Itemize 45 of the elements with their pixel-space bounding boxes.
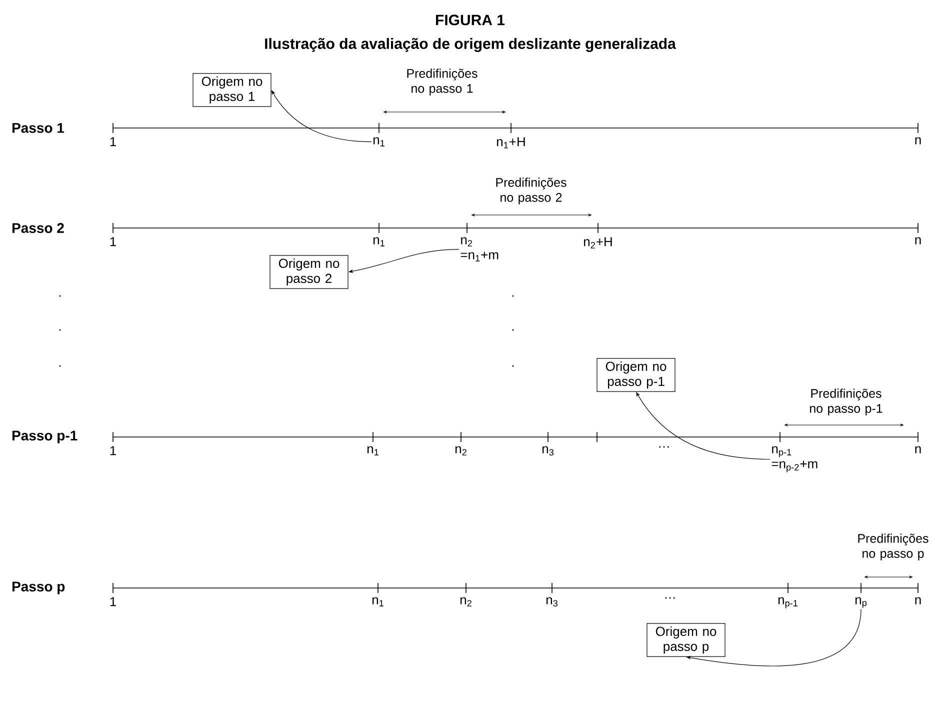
tick-label: n <box>915 137 921 144</box>
tick-label: n$_{2}$ =n$_{1}$+m <box>460 237 498 262</box>
ellipsis-dot: . <box>512 329 514 331</box>
tick-label: n$_{2}$ <box>460 597 472 606</box>
step-label: Passo 2 <box>12 223 64 233</box>
tick-label: n$_{3}$ <box>542 446 554 456</box>
tick-label: 1 <box>110 597 116 606</box>
tick-label: 1 <box>110 446 116 456</box>
tick-label: n <box>915 237 921 244</box>
ellipsis-dot: . <box>512 365 514 367</box>
tick-label: n$_{1}$ <box>372 597 384 606</box>
tick-label: n$_{2}$ <box>455 446 466 456</box>
origin-box: Origem no passo p-1 <box>596 358 676 392</box>
tick-label: n$_{3}$ <box>546 597 558 607</box>
tick-label: n$_{1}$+H <box>496 137 525 148</box>
tick-label: n$_{1}$ <box>367 446 378 456</box>
subtitle: Ilustração da avaliação de origem deslizante generalizada <box>265 38 676 52</box>
tick-label: … <box>665 597 675 599</box>
tick-label: … <box>659 446 669 448</box>
tick-label: 1 <box>110 237 116 246</box>
predefinitions-note: Predifinições no passo 1 <box>407 68 478 96</box>
tick-label: n$_{1}$ <box>373 137 384 146</box>
origin-box: Origem no passo 1 <box>192 73 272 107</box>
step-label: Passo p-1 <box>12 430 78 444</box>
ellipsis-dot: . <box>59 365 61 367</box>
step-label: Passo p <box>12 582 65 594</box>
title: FIGURA 1 <box>436 14 505 26</box>
origin-box: Origem no passo 2 <box>270 255 348 289</box>
tick-label: 1 <box>110 137 116 146</box>
tick-label: n <box>915 597 921 604</box>
step-label: Passo 1 <box>12 123 64 133</box>
origin-box: Origem no passo p <box>646 623 726 657</box>
tick-label: n$_{p-1}$ <box>778 597 798 608</box>
ellipsis-dot: . <box>512 295 514 297</box>
tick-label: n$_{p}$ <box>855 597 867 608</box>
predefinitions-note: Predifinições no passo 2 <box>496 178 566 204</box>
ellipsis-dot: . <box>59 295 61 297</box>
tick-label: n$_{1}$ <box>373 237 384 246</box>
tick-label: n <box>915 446 921 454</box>
tick-label: n$_{2}$+H <box>584 237 612 248</box>
curved-arrow <box>271 90 372 142</box>
tick-label: n$_{p-1}$ =n$_{p-2}$+m <box>772 446 818 472</box>
predefinitions-note: Predifinições no passo p-1 <box>810 388 882 416</box>
ellipsis-dot: . <box>59 329 61 331</box>
predefinitions-note: Predifinições no passo p <box>858 534 928 560</box>
